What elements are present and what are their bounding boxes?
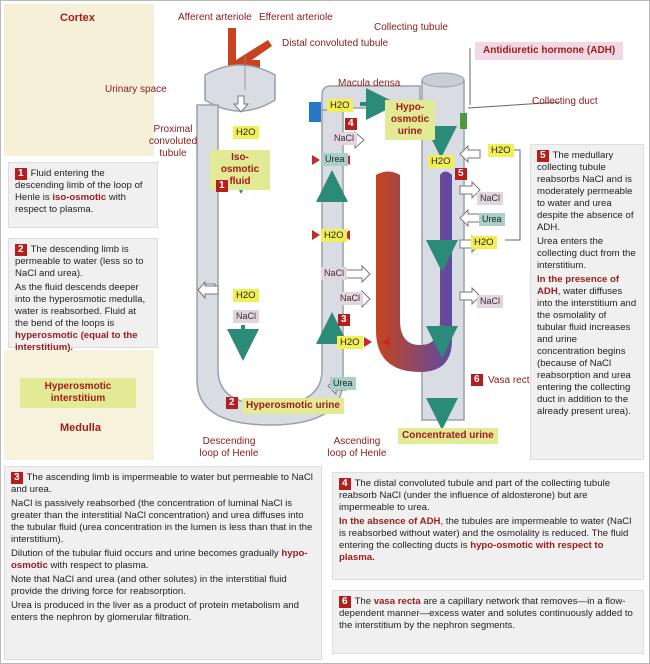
h2o-tag: H2O	[327, 99, 353, 112]
collecting-tubule-label: Collecting tubule	[374, 22, 448, 33]
ascending-loop-label: Ascending loop of Henle	[327, 436, 387, 459]
hyperosmotic-interstitium: Hyperosmotic interstitium	[20, 378, 136, 408]
h2o-tag: H2O	[488, 144, 514, 157]
collecting-duct-label: Collecting duct	[532, 96, 598, 107]
iso-osmotic-fluid: Iso-osmotic fluid	[210, 150, 270, 190]
step-tag-4: 4	[345, 118, 357, 130]
macula-densa-label: Macula densa	[338, 78, 401, 89]
urea-tag: Urea	[330, 377, 356, 390]
h2o-tag: H2O	[233, 289, 259, 302]
note-number: 1	[15, 168, 27, 180]
vasa-recta-label: Vasa recta	[488, 375, 536, 386]
step-tag-2: 2	[226, 397, 238, 409]
hyperosmotic-urine: Hyperosmotic urine	[242, 398, 344, 414]
collecting-duct-marker	[460, 113, 467, 129]
bowman-capsule	[204, 64, 276, 112]
medulla-label: Medulla	[60, 422, 101, 434]
h2o-tag: H2O	[428, 155, 454, 168]
nacl-tag: NaCl	[233, 310, 260, 323]
distal-label: Distal convoluted tubule	[282, 38, 389, 49]
nacl-tag: NaCl	[331, 132, 358, 145]
note-number: 5	[537, 150, 549, 162]
nacl-tag: NaCl	[337, 292, 364, 305]
urinary-space-label: Urinary space	[105, 84, 167, 95]
note-number: 2	[15, 244, 27, 256]
hypo-osmotic-urine: Hypo-osmotic urine	[385, 100, 435, 140]
cortex-region	[4, 4, 154, 156]
step-tag-6: 6	[471, 374, 483, 386]
h2o-tag: H2O	[321, 229, 347, 242]
note-number: 3	[11, 472, 23, 484]
nacl-tag: NaCl	[321, 267, 348, 280]
urea-tag: Urea	[322, 153, 348, 166]
proximal-label: Proximal convoluted tubule	[148, 124, 198, 159]
descending-loop-label: Descending loop of Henle	[199, 436, 259, 459]
step-tag-5: 5	[455, 168, 467, 180]
afferent-label: Afferent arteriole	[178, 12, 252, 23]
adh-label: Antidiuretic hormone (ADH)	[475, 42, 624, 60]
note-number: 6	[339, 596, 351, 608]
concentrated-urine: Concentrated urine	[398, 428, 498, 444]
efferent-label: Efferent arteriole	[259, 12, 333, 23]
macula-densa	[309, 102, 321, 122]
cortex-label: Cortex	[60, 12, 95, 24]
nacl-tag: NaCl	[477, 295, 504, 308]
h2o-tag: H2O	[337, 336, 363, 349]
h2o-tag: H2O	[233, 126, 259, 139]
nacl-tag: NaCl	[477, 192, 504, 205]
urea-tag: Urea	[479, 213, 505, 226]
h2o-tag: H2O	[471, 236, 497, 249]
vasa-recta	[376, 171, 452, 372]
note-number: 4	[339, 478, 351, 490]
step-tag-3: 3	[338, 314, 350, 326]
step-tag-1: 1	[216, 180, 228, 192]
